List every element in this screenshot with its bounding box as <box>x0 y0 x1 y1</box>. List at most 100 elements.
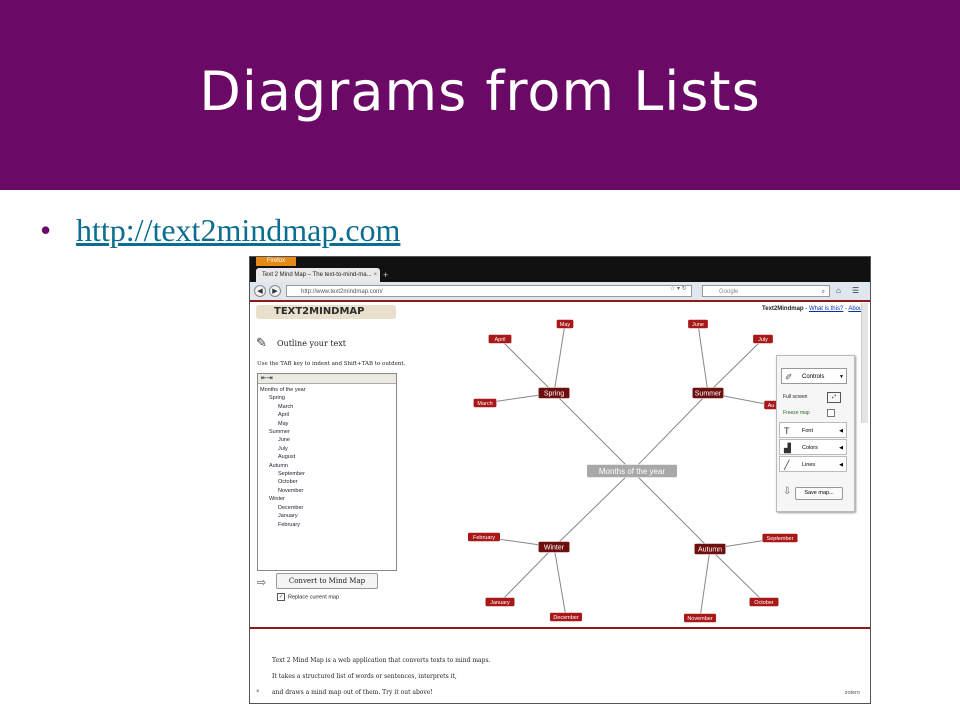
search-icon[interactable]: ⌕ <box>821 289 825 295</box>
mindmap-node-box <box>752 334 774 344</box>
mindmap-connector <box>553 470 633 548</box>
chevron-down-icon: ▼ <box>839 374 844 380</box>
browser-tab-bar: Firefox Text 2 Mind Map – The text-to-mi… <box>250 257 870 282</box>
outline-line: Winter <box>269 496 285 503</box>
outdent-icon[interactable]: ⇤ <box>261 375 267 382</box>
search-field[interactable]: Google ⌕ <box>702 285 830 297</box>
mindmap-connector <box>631 392 709 472</box>
outline-line: October <box>278 479 298 486</box>
outline-line: July <box>278 445 288 452</box>
mindmap-leaf-node[interactable]: March <box>473 398 498 408</box>
menu-icon[interactable]: ☰ <box>852 286 860 295</box>
freeze-map-checkbox[interactable] <box>827 409 835 417</box>
replace-label: Replace current map <box>288 594 340 601</box>
mindmap-node-box <box>693 543 727 555</box>
mindmap-node-box <box>691 387 725 399</box>
font-menu-label: Font <box>802 428 814 434</box>
outline-line: June <box>278 437 290 444</box>
forward-arrow-icon[interactable]: ▶ <box>269 285 281 297</box>
chevron-left-icon: ◀ <box>839 462 843 468</box>
save-map-button[interactable]: Save map... <box>795 487 843 500</box>
outline-line: September <box>278 471 305 478</box>
new-tab-button[interactable]: + <box>383 270 389 280</box>
title-band: Diagrams from Lists <box>0 0 960 190</box>
mindmap-node-label: February <box>473 535 495 541</box>
mindmap-leaf-node[interactable]: December <box>549 612 583 622</box>
indent-icon[interactable]: ⇥ <box>266 375 273 382</box>
chevron-left-icon: ◀ <box>839 445 843 451</box>
convert-button[interactable]: Convert to Mind Map <box>276 573 378 589</box>
controls-dropdown[interactable]: ✐ Controls ▼ <box>781 368 847 384</box>
mindmap-leaf-node[interactable]: October <box>748 597 780 607</box>
mindmap-connector <box>499 338 555 394</box>
colors-menu[interactable]: ▟ Colors ◀ <box>779 439 847 455</box>
outline-line: March <box>278 403 294 410</box>
tab-title: Text 2 Mind Map – The text-to-mind-ma... <box>262 272 372 278</box>
mindmap-node-label: Summer <box>695 391 722 398</box>
mindmap-node-box <box>537 387 571 399</box>
tab-close-icon[interactable]: × <box>373 272 377 278</box>
font-icon: T <box>784 426 790 436</box>
firefox-menu-button[interactable]: Firefox <box>256 257 296 266</box>
mindmap-node-box <box>488 334 513 344</box>
mindmap-branch-node[interactable]: Winter <box>537 541 571 553</box>
mindmap-node-label: January <box>490 600 510 606</box>
indent-toolbar: ⇤⇥ <box>258 374 396 384</box>
mindmap-branch-node[interactable]: Summer <box>691 387 725 399</box>
zotero-icon[interactable]: zotero <box>844 690 860 696</box>
save-arrow-icon: ⇩ <box>783 486 792 497</box>
mindmap-leaf-node[interactable]: June <box>687 319 709 329</box>
reload-icon[interactable]: ☆ ▾ ↻ <box>670 286 687 292</box>
mindmap-node-label: December <box>553 615 579 621</box>
mindmap-node-label: Au <box>768 403 775 409</box>
site-logo[interactable]: TEXT2MINDMAP <box>256 305 396 319</box>
lines-menu-label: Lines <box>802 462 816 468</box>
replace-checkbox[interactable]: ✓ <box>277 593 285 601</box>
mindmap-branch-node[interactable]: Autumn <box>693 543 727 555</box>
mindmap-leaf-node[interactable]: July <box>752 334 774 344</box>
mindmap-branch-node[interactable]: Spring <box>537 387 571 399</box>
mindmap-node-label: Autumn <box>698 547 722 554</box>
full-screen-icon[interactable]: ⤢ <box>827 392 841 403</box>
address-bar[interactable]: http://www.text2mindmap.com/ <box>286 285 692 297</box>
mindmap-node-box <box>687 319 709 329</box>
mindmap-leaf-node[interactable]: November <box>683 613 717 623</box>
mindmap-root-node[interactable]: Months of the year <box>586 464 678 478</box>
mindmap-connector <box>553 323 566 394</box>
mindmap-node-label: Spring <box>544 391 564 398</box>
paint-bucket-icon: ▟ <box>784 443 791 453</box>
outline-heading: Outline your text <box>277 339 347 348</box>
mindmap-node-label: April <box>494 337 505 343</box>
close-icon[interactable]: × <box>256 689 260 695</box>
description-line: It takes a structured list of words or s… <box>272 673 457 680</box>
mindmap-leaf-node[interactable]: February <box>467 532 501 542</box>
mindmap-leaf-node[interactable]: April <box>488 334 513 344</box>
lines-menu[interactable]: ╱ Lines ◀ <box>779 456 847 472</box>
outline-line: Summer <box>269 429 290 436</box>
about-link[interactable]: About <box>848 306 864 312</box>
back-arrow-icon[interactable]: ◀ <box>254 285 266 297</box>
text2mindmap-link[interactable]: http://text2mindmap.com <box>76 212 401 248</box>
mindmap-leaf-node[interactable]: January <box>484 597 516 607</box>
mindmap-node-label: July <box>758 337 768 343</box>
mindmap-leaf-node[interactable]: September <box>761 533 799 543</box>
mindmap-node-box <box>537 541 571 553</box>
mindmap-node-box <box>556 319 574 329</box>
indent-hint: Use the TAB key to indent and Shift+TAB … <box>257 361 406 367</box>
what-is-this-link[interactable]: What is this? <box>808 306 844 312</box>
mindmap-node-label: Winter <box>544 545 565 552</box>
description-line: and draws a mind map out of them. Try it… <box>272 689 433 696</box>
search-placeholder: Google <box>719 289 739 295</box>
mindmap-node-label: September <box>767 536 794 542</box>
browser-tab[interactable]: Text 2 Mind Map – The text-to-mind-ma...… <box>256 268 380 282</box>
scrollbar[interactable] <box>861 303 868 423</box>
mindmap-leaf-node[interactable]: May <box>556 319 574 329</box>
mindmap-node-box <box>549 612 583 622</box>
browser-screenshot: Firefox Text 2 Mind Map – The text-to-mi… <box>249 256 871 704</box>
mindmap-node-label: June <box>692 322 704 328</box>
home-icon[interactable]: ⌂ <box>836 286 841 295</box>
font-menu[interactable]: T Font ◀ <box>779 422 847 438</box>
outline-line: Autumn <box>269 462 288 469</box>
